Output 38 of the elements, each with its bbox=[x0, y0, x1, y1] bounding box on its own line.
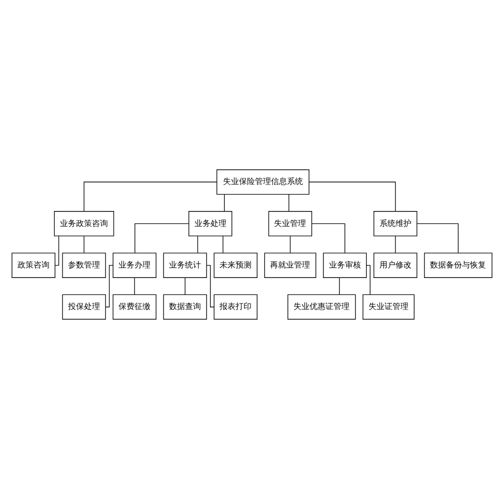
connector bbox=[366, 264, 370, 295]
node-box: 业务处理 bbox=[188, 211, 232, 236]
connector bbox=[105, 264, 114, 308]
node-box: 失业优惠证管理 bbox=[288, 294, 356, 320]
connector bbox=[184, 277, 186, 295]
node-box: 用户修改 bbox=[374, 252, 418, 278]
connector bbox=[224, 194, 225, 212]
connector bbox=[84, 182, 217, 212]
node-box: 投保处理 bbox=[62, 294, 106, 320]
node-box: 数据查询 bbox=[163, 294, 207, 320]
node-box: 失业保险管理信息系统 bbox=[216, 169, 310, 195]
node-box: 业务统计 bbox=[163, 252, 207, 278]
node-box: 参数管理 bbox=[62, 252, 106, 278]
node-box: 再就业管理 bbox=[264, 252, 316, 278]
connector bbox=[134, 277, 135, 295]
connector bbox=[416, 223, 459, 254]
connector bbox=[206, 264, 214, 308]
connector bbox=[288, 194, 290, 212]
node-box: 业务审核 bbox=[323, 252, 367, 278]
node-box: 失业管理 bbox=[268, 211, 312, 236]
connector bbox=[197, 236, 198, 254]
node-box: 报表打印 bbox=[214, 294, 258, 320]
connector bbox=[290, 236, 291, 254]
node-box: 未来预测 bbox=[214, 252, 258, 278]
connector bbox=[54, 236, 60, 266]
node-box: 业务政策咨询 bbox=[54, 211, 114, 236]
connector bbox=[222, 236, 224, 254]
node-box: 系统维护 bbox=[374, 211, 418, 236]
connector bbox=[339, 277, 340, 295]
node-box: 保费征缴 bbox=[112, 294, 156, 320]
connector bbox=[134, 223, 190, 254]
node-box: 政策咨询 bbox=[12, 252, 56, 278]
node-box: 失业证管理 bbox=[362, 294, 415, 320]
connector bbox=[308, 182, 396, 212]
node-box: 数据备份与恢复 bbox=[424, 252, 492, 278]
connector bbox=[311, 223, 346, 254]
connector bbox=[395, 236, 396, 254]
node-box: 业务办理 bbox=[112, 252, 156, 278]
